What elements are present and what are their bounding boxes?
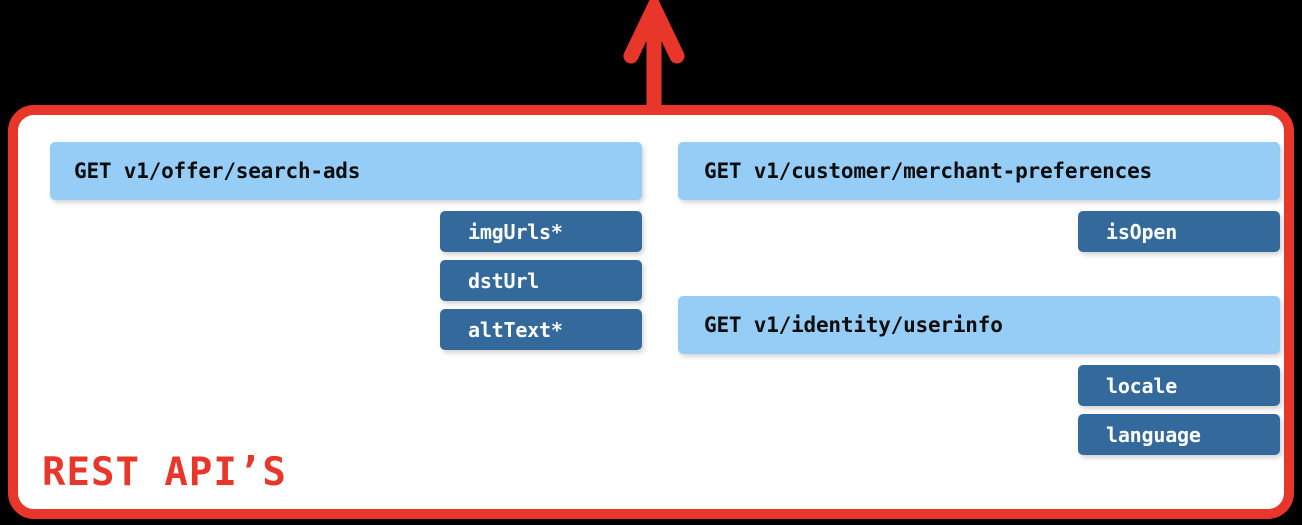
- endpoint-bar-search-ads[interactable]: GET v1/offer/search-ads: [50, 142, 642, 200]
- endpoint-bar-userinfo[interactable]: GET v1/identity/userinfo: [678, 296, 1280, 354]
- field-chip-dsturl[interactable]: dstUrl: [440, 260, 642, 301]
- endpoint-group-userinfo: GET v1/identity/userinfo locale language: [678, 296, 1280, 455]
- field-chip-language[interactable]: language: [1078, 414, 1280, 455]
- endpoint-columns: GET v1/offer/search-ads imgUrls* dstUrl …: [18, 115, 1284, 509]
- field-chip-alttext[interactable]: altText*: [440, 309, 642, 350]
- right-column: GET v1/customer/merchant-preferences isO…: [678, 142, 1280, 455]
- endpoint-group-merchant-preferences: GET v1/customer/merchant-preferences isO…: [678, 142, 1280, 252]
- endpoint-bar-merchant-preferences[interactable]: GET v1/customer/merchant-preferences: [678, 142, 1280, 200]
- left-column: GET v1/offer/search-ads imgUrls* dstUrl …: [50, 142, 642, 350]
- field-list-search-ads: imgUrls* dstUrl altText*: [50, 211, 642, 350]
- panel-title: REST API’S: [42, 450, 287, 495]
- rest-api-panel: GET v1/offer/search-ads imgUrls* dstUrl …: [8, 105, 1294, 519]
- endpoint-group-search-ads: GET v1/offer/search-ads imgUrls* dstUrl …: [50, 142, 642, 350]
- field-chip-isopen[interactable]: isOpen: [1078, 211, 1280, 252]
- field-chip-locale[interactable]: locale: [1078, 365, 1280, 406]
- field-list-merchant-preferences: isOpen: [678, 211, 1280, 252]
- field-list-userinfo: locale language: [678, 365, 1280, 455]
- upward-arrow-icon: [623, 0, 685, 120]
- field-chip-imgurls[interactable]: imgUrls*: [440, 211, 642, 252]
